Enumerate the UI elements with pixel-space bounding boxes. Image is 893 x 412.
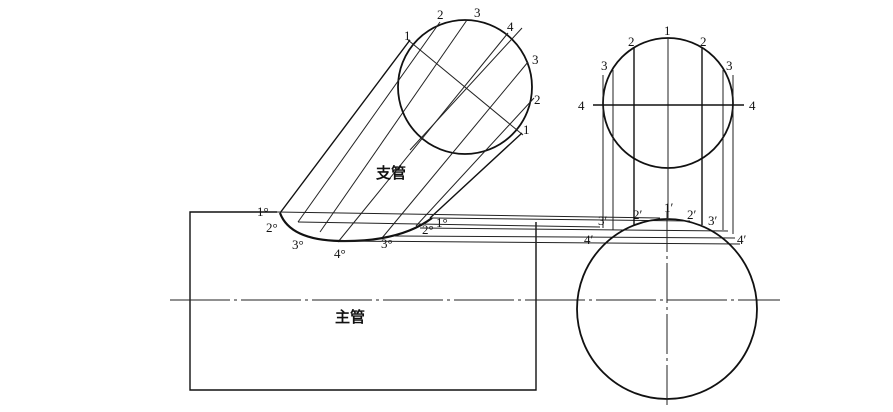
branch-generator-5 [381,61,529,239]
intersection-front-label-6: 2° [422,222,434,237]
branch-end-circle [397,19,533,155]
side-intersection-label-4a: 4′ [584,232,594,247]
branch-generator-7 [429,132,523,219]
side-mid-label-4a: 4 [578,98,585,113]
branch-generator-1 [279,39,411,214]
projection-line-5 [339,240,741,245]
projection-line-3 [419,227,729,232]
main-pipe-label: 主管 [335,308,365,326]
side-top-label-1: 1 [664,23,671,38]
side-intersection-label-4b: 4′ [737,232,747,247]
intersection-front-label-2: 2° [266,220,278,235]
side-view-branch: 1 2 2 3 3 4 4 [578,23,756,234]
main-pipe-front-view: 主管 [170,211,780,391]
side-top-label-3a: 3 [601,58,608,73]
intersection-front-label-5: 3° [381,236,393,251]
side-intersection-label-1: 1′ [664,200,674,215]
branch-generator-6 [415,97,535,227]
side-intersection-label-3a: 3′ [598,213,608,228]
side-top-label-3b: 3 [726,58,733,73]
branch-end-axis-a [407,39,524,136]
side-top-label-2b: 2 [700,34,707,49]
projection-line-4 [394,235,736,239]
branch-end-axis-b [409,27,523,151]
side-top-label-2a: 2 [628,34,635,49]
side-view-main: 3′ 2′ 1′ 2′ 3′ 4′ 4′ [576,200,758,405]
projection-line-2 [297,221,601,228]
branch-end-label-7: 1 [523,122,530,137]
projection-line-1 [276,211,661,219]
intersection-front-label-1: 1° [257,204,269,219]
side-intersection-label-2a: 2′ [633,207,643,222]
side-intersection-label-3b: 3′ [708,213,718,228]
side-intersection-label-2b: 2′ [687,207,697,222]
branch-end-label-2: 2 [437,7,444,22]
branch-end-label-6: 2 [534,92,541,107]
main-pipe-outline [189,211,537,391]
branch-generator-3 [319,19,468,233]
branch-end-label-5: 3 [532,52,539,67]
side-mid-label-4b: 4 [749,98,756,113]
intersection-front-label-4: 4° [334,246,346,261]
projection-lines [276,211,741,245]
branch-generator-4 [337,32,509,243]
intersection-front-label-3: 3° [292,237,304,252]
branch-pipe-label: 支管 [375,164,406,182]
branch-generator-2 [297,21,441,223]
intersection-front-label-7: 1° [436,215,448,230]
branch-end-label-3: 3 [474,5,481,20]
branch-pipe-front-view: 支管 1 2 3 4 3 2 1 1° 2° 3° 4° 3° 2° 1° [257,5,541,261]
branch-end-label-1: 1 [404,28,411,43]
branch-end-label-4: 4 [507,19,514,34]
